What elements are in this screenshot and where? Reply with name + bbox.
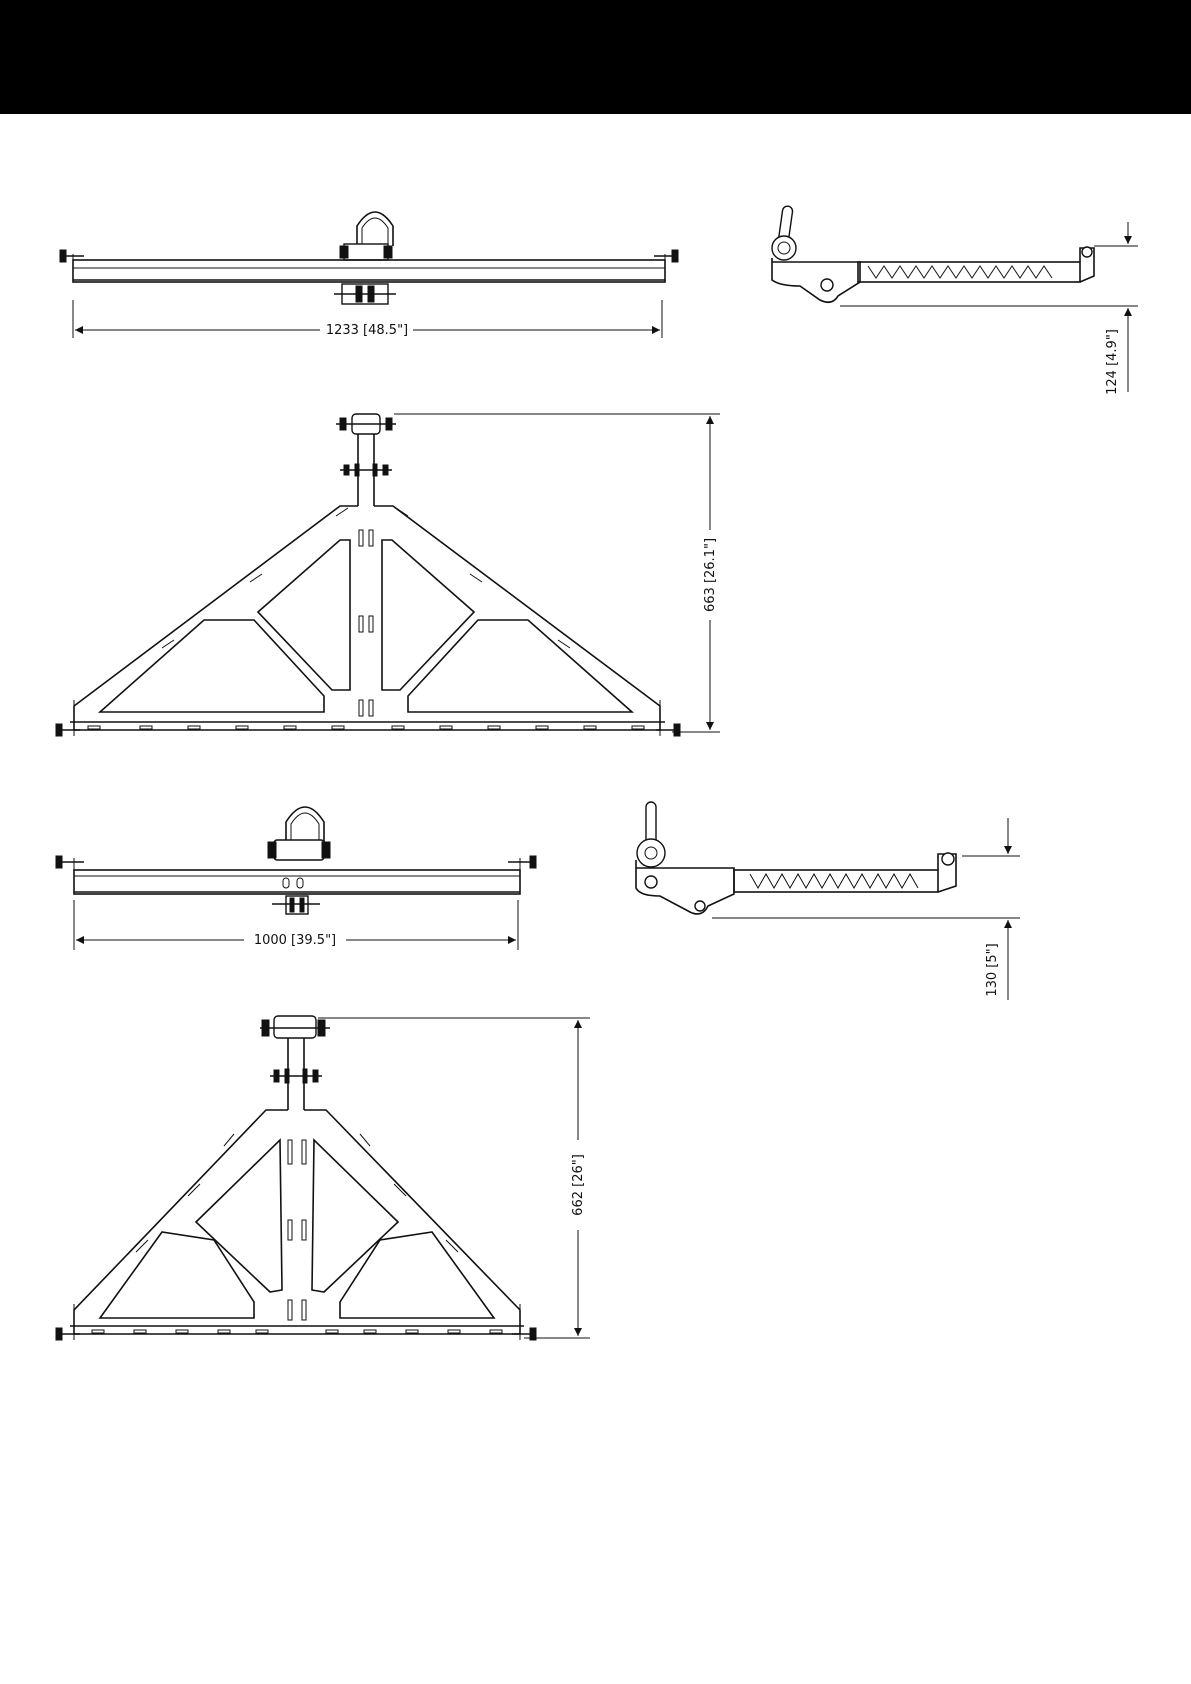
large-plan-dimension: 663 [26.1"] <box>703 538 718 612</box>
small-plan-dimension: 662 [26"] <box>571 1154 586 1216</box>
large-front-dimension: 1233 [48.5"] <box>326 323 408 338</box>
small-front-dimension: 1000 [39.5"] <box>254 933 336 948</box>
small-side-view: 130 [5"] <box>636 802 1020 1000</box>
small-front-view: 1000 [39.5"] <box>56 807 536 950</box>
large-front-view: 1233 [48.5"] <box>60 212 678 338</box>
small-plan-view: 662 [26"] <box>56 1016 590 1340</box>
large-side-view: 124 [4.9"] <box>772 206 1138 395</box>
large-side-dimension: 124 [4.9"] <box>1105 329 1120 395</box>
small-side-dimension: 130 [5"] <box>985 943 1000 996</box>
large-plan-view: 663 [26.1"] <box>56 414 720 736</box>
